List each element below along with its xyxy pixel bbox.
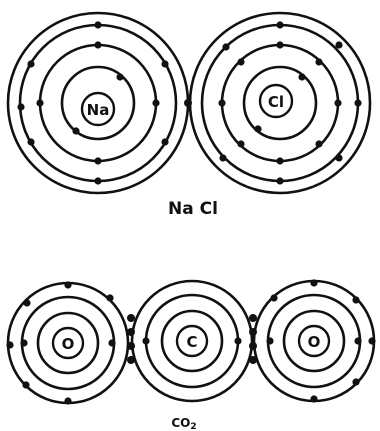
electron	[315, 58, 323, 66]
electron	[23, 299, 31, 307]
atom-c-electrons	[142, 337, 242, 345]
electron	[22, 381, 30, 389]
electron	[116, 73, 124, 81]
atom-o-left-electrons	[6, 281, 116, 405]
atom-na: Na	[6, 11, 190, 195]
electron	[354, 99, 362, 107]
bond-electron	[249, 314, 257, 322]
electron	[106, 294, 114, 302]
electron	[94, 177, 102, 185]
electron	[335, 154, 343, 162]
electron	[310, 279, 318, 287]
atom-o-left-nucleus	[51, 326, 85, 360]
electron	[72, 127, 80, 135]
electron	[276, 21, 284, 29]
bond-electron	[249, 328, 257, 336]
bond-electrons-right	[249, 314, 257, 364]
atom-o-right-symbol: O	[308, 333, 321, 351]
electron	[368, 337, 376, 345]
bond-electron	[184, 99, 192, 107]
electron	[234, 337, 242, 345]
atom-c-shell-1	[160, 309, 224, 373]
electron	[335, 41, 343, 49]
electron	[315, 140, 323, 148]
atom-c-nucleus	[175, 324, 209, 358]
atom-na-electrons	[17, 21, 169, 185]
electron	[36, 99, 44, 107]
electron	[218, 99, 226, 107]
atom-c-symbol: C	[186, 333, 197, 351]
electron	[6, 341, 14, 349]
electron	[152, 99, 160, 107]
electron	[27, 60, 35, 68]
bond-electron	[249, 342, 257, 350]
bond-electron	[249, 356, 257, 364]
electron	[94, 21, 102, 29]
electron	[27, 138, 35, 146]
electron	[237, 58, 245, 66]
electron	[354, 337, 362, 345]
electron	[17, 103, 25, 111]
electron	[270, 294, 278, 302]
electron	[219, 154, 227, 162]
electron	[276, 41, 284, 49]
electron	[254, 125, 262, 133]
electron	[20, 339, 28, 347]
electron	[108, 339, 116, 347]
bond-electron	[127, 314, 135, 322]
nacl-figure: Na Cl	[6, 11, 372, 219]
atom-cl: Cl	[188, 11, 372, 195]
electron	[237, 140, 245, 148]
atom-o-right-nucleus	[297, 324, 331, 358]
electron	[352, 296, 360, 304]
electron	[334, 99, 342, 107]
electron	[352, 378, 360, 386]
atom-na-shell-1	[60, 65, 136, 141]
electron	[161, 60, 169, 68]
atom-c-outer-boundary	[130, 279, 254, 403]
bond-electrons-left	[127, 314, 135, 364]
atom-cl-nucleus	[258, 83, 294, 119]
electron	[64, 397, 72, 405]
atom-cl-electrons	[218, 21, 362, 185]
nacl-caption: Na Cl	[168, 199, 218, 219]
electron	[310, 395, 318, 403]
co2-caption-main: CO	[171, 416, 190, 430]
electron	[94, 41, 102, 49]
atom-o-right: O	[252, 279, 376, 403]
co2-figure: O C	[6, 279, 376, 431]
bond-electron	[127, 328, 135, 336]
co2-caption-subscript: 2	[190, 422, 196, 431]
bond-electron	[127, 342, 135, 350]
bond-electron	[127, 356, 135, 364]
electron	[94, 157, 102, 165]
electron	[276, 177, 284, 185]
atom-o-right-electrons	[266, 279, 376, 403]
electron	[142, 337, 150, 345]
electron	[222, 43, 230, 51]
atom-na-nucleus	[80, 91, 116, 127]
electron	[276, 157, 284, 165]
electron	[298, 73, 306, 81]
atom-cl-shell-1	[242, 65, 318, 141]
atom-cl-symbol: Cl	[268, 93, 284, 111]
atom-o-left-shell-1	[36, 311, 100, 375]
co2-caption: CO2	[171, 416, 196, 431]
electron	[266, 337, 274, 345]
electron	[161, 138, 169, 146]
atom-o-left: O	[6, 281, 130, 405]
atom-o-left-symbol: O	[62, 335, 75, 353]
electron	[64, 281, 72, 289]
atom-na-symbol: Na	[87, 101, 110, 119]
atom-o-right-shell-1	[282, 309, 346, 373]
atom-c: C	[130, 279, 254, 403]
